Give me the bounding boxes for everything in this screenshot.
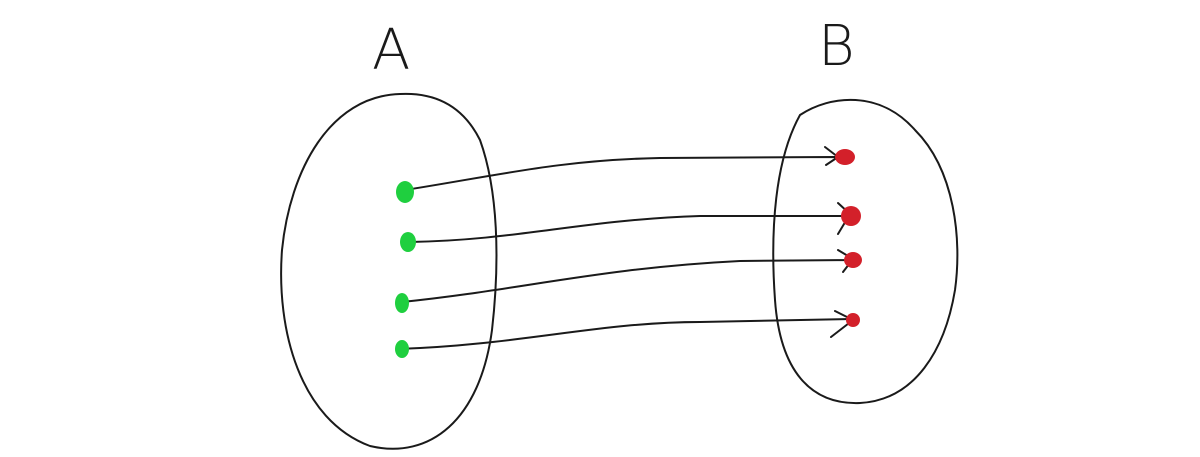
set-a-dot-2 xyxy=(400,232,416,252)
arrow-2 xyxy=(409,202,851,243)
arrow-3 xyxy=(401,249,854,303)
arrow-4 xyxy=(397,310,854,350)
set-a-dot-3 xyxy=(395,293,409,313)
set-a-dot-4 xyxy=(395,340,409,358)
set-a-dots xyxy=(395,181,416,358)
set-b-label: B xyxy=(818,14,855,79)
set-b-dot-4 xyxy=(846,313,860,327)
set-a-outline xyxy=(280,92,498,450)
set-b-dot-2 xyxy=(841,206,861,226)
set-b-dots xyxy=(835,149,862,327)
set-b-dot-3 xyxy=(844,252,862,268)
arrow-1 xyxy=(404,146,839,191)
set-a-label: A xyxy=(372,18,411,83)
set-a-dot-1 xyxy=(396,181,414,203)
set-b-dot-1 xyxy=(835,149,855,165)
connection-arrows xyxy=(397,146,854,350)
set-b-outline xyxy=(772,98,959,405)
